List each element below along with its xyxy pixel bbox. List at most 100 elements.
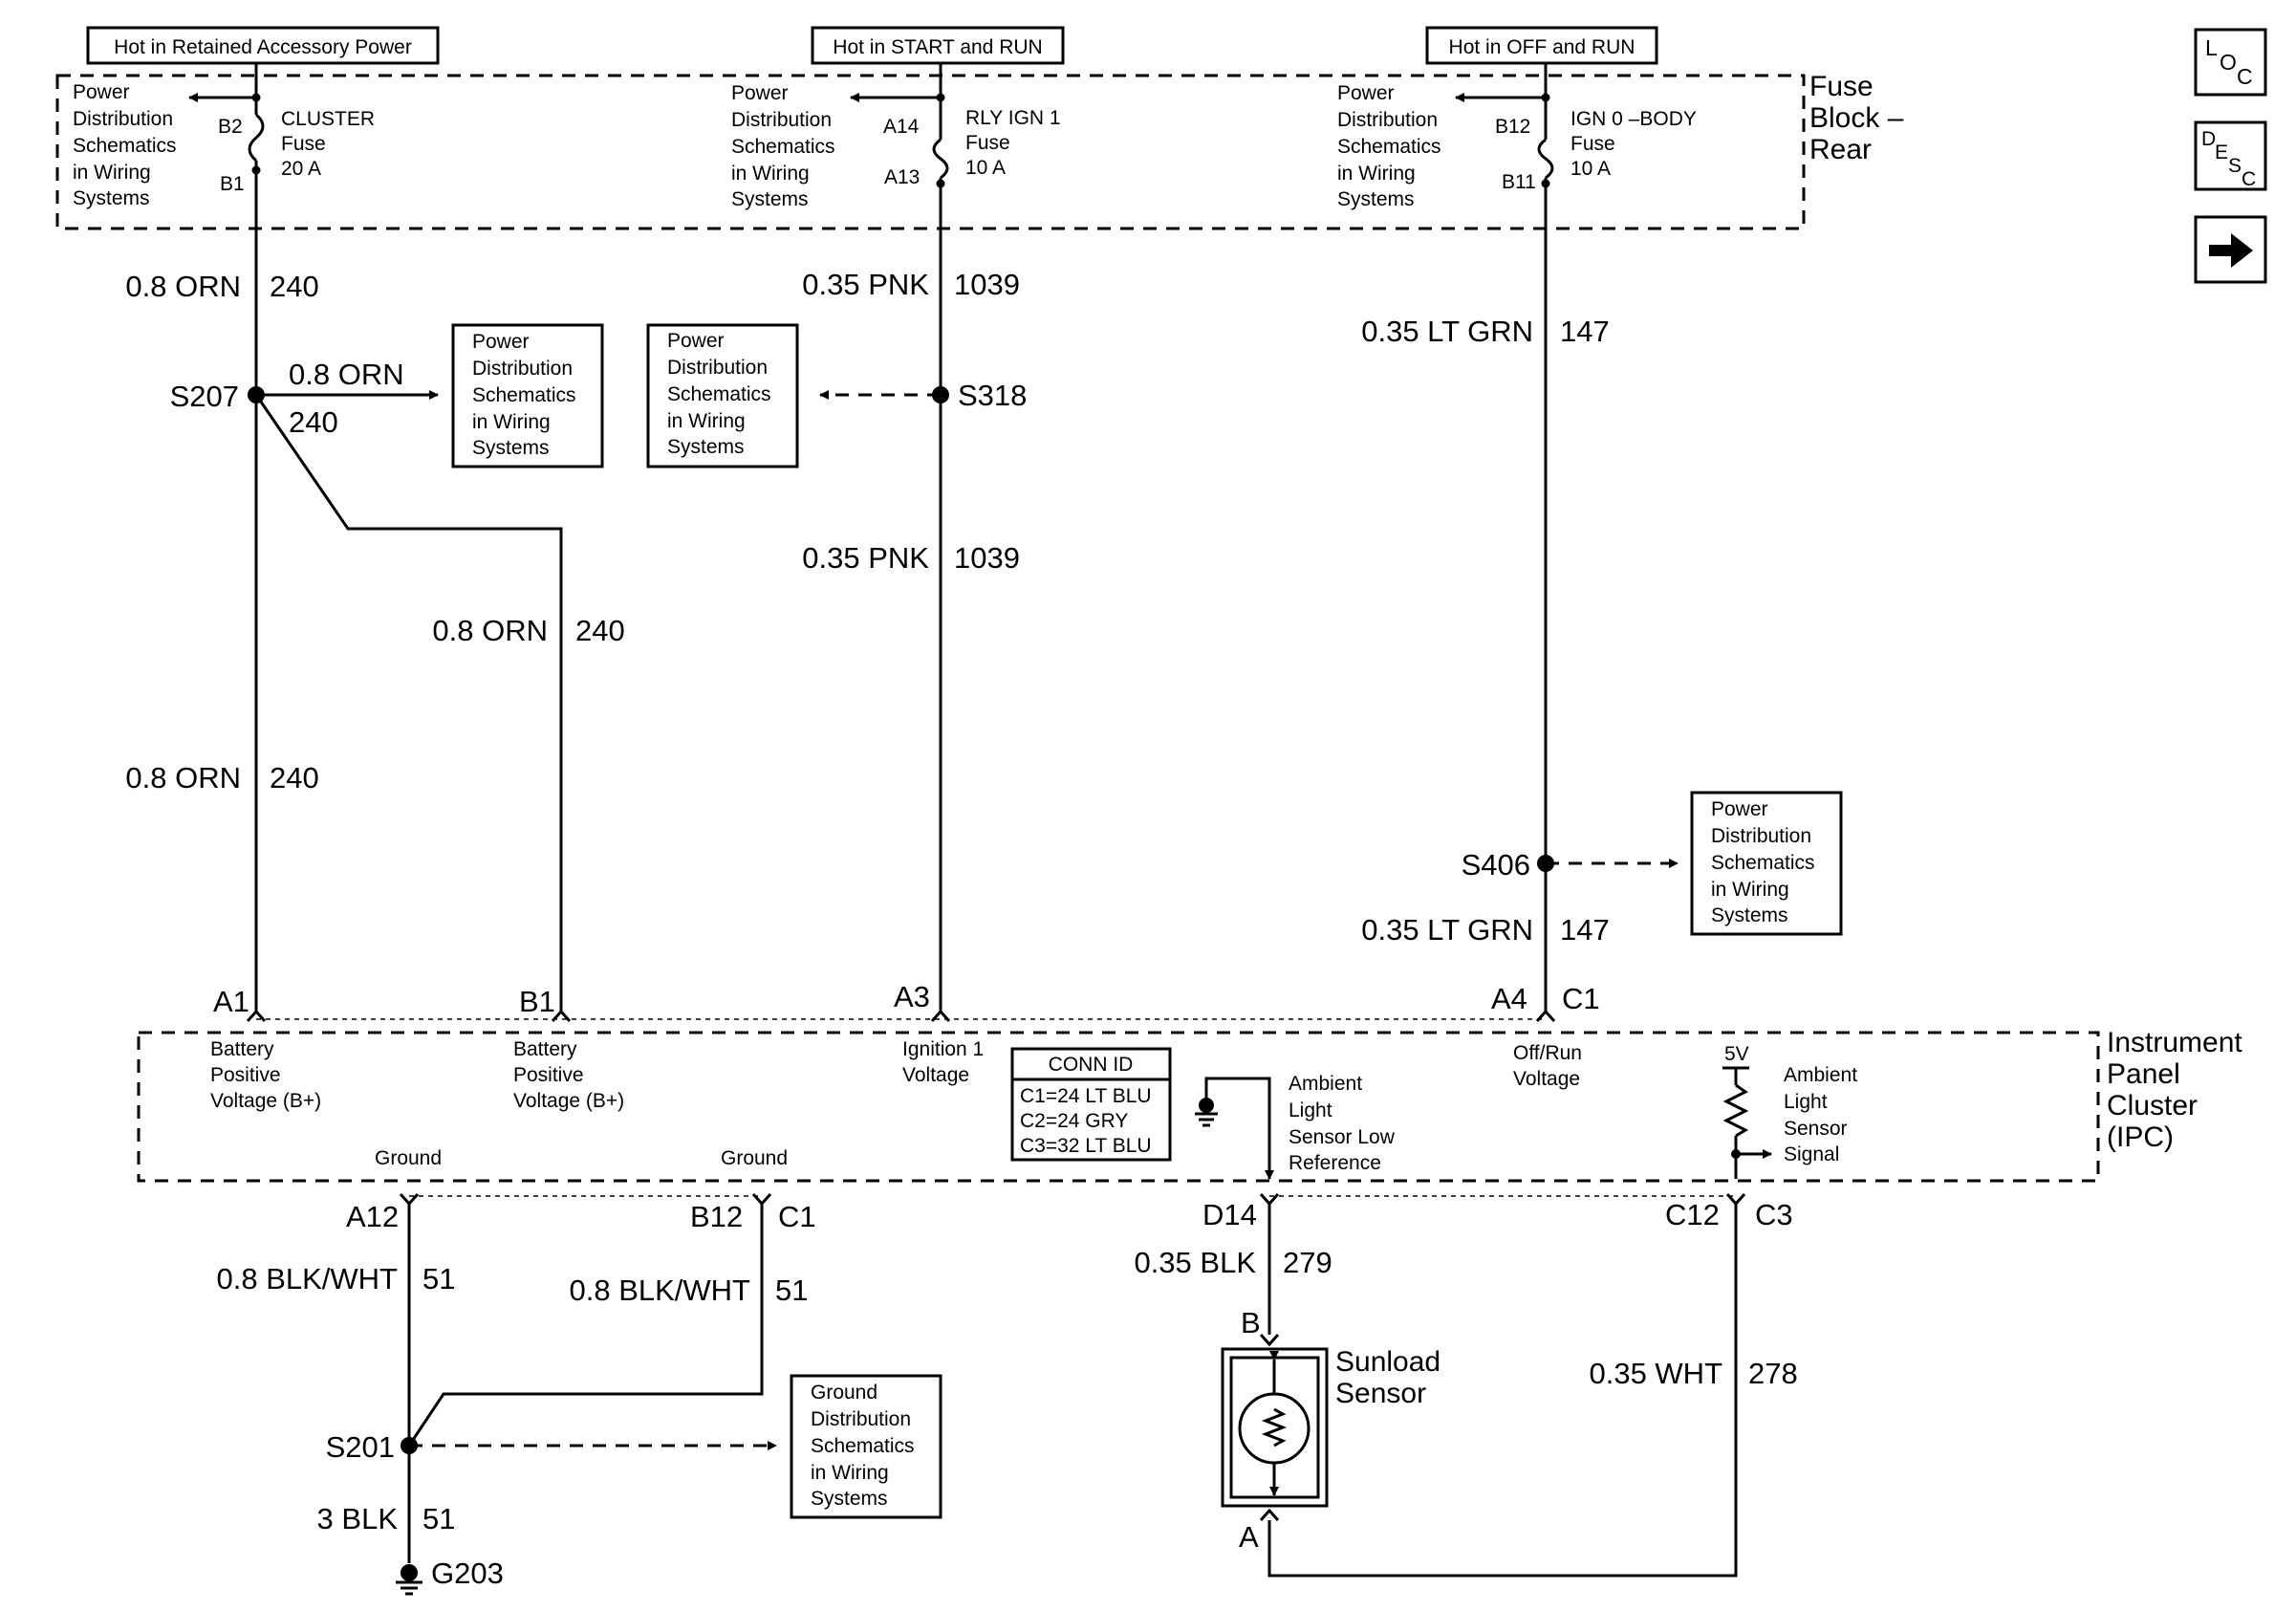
circuit-278: 0.35 WHT 278	[1267, 1204, 1798, 1578]
svg-text:Rear: Rear	[1809, 134, 1872, 165]
svg-text:3 BLK: 3 BLK	[317, 1502, 399, 1535]
svg-text:C: C	[2242, 168, 2256, 190]
svg-text:Fuse: Fuse	[965, 132, 1010, 154]
svg-text:Sensor: Sensor	[1335, 1378, 1426, 1409]
svg-text:C: C	[2237, 64, 2253, 89]
svg-text:Voltage (B+): Voltage (B+)	[513, 1090, 624, 1112]
circuit-240: 0.8 ORN 240 0.8 ORN 240 S207 0.8 ORN 240…	[125, 229, 625, 1012]
svg-text:in Wiring: in Wiring	[667, 410, 746, 432]
svg-text:C3=32 LT BLU: C3=32 LT BLU	[1020, 1135, 1152, 1157]
ipc-label-ground-2: Ground	[721, 1147, 788, 1169]
svg-text:0.8 ORN: 0.8 ORN	[125, 270, 241, 303]
ground-g203: G203	[396, 1557, 504, 1596]
svg-text:Distribution: Distribution	[472, 358, 573, 380]
svg-text:Reference: Reference	[1289, 1152, 1381, 1174]
ipc-label-ground-1: Ground	[375, 1147, 442, 1169]
pds-ref-text-2: Power Distribution Schematics in Wiring …	[731, 82, 835, 210]
svg-text:A: A	[1239, 1520, 1259, 1554]
splice-s207	[248, 386, 265, 403]
svg-text:A4: A4	[1491, 982, 1527, 1015]
svg-text:Power: Power	[73, 81, 130, 103]
svg-text:240: 240	[289, 405, 338, 439]
svg-text:0.35 PNK: 0.35 PNK	[802, 268, 929, 301]
svg-text:Schematics: Schematics	[811, 1435, 915, 1457]
svg-text:CONN ID: CONN ID	[1049, 1054, 1134, 1076]
next-button[interactable]	[2194, 215, 2267, 284]
svg-text:279: 279	[1283, 1246, 1332, 1279]
svg-text:Signal: Signal	[1784, 1143, 1839, 1165]
svg-text:Systems: Systems	[667, 436, 745, 458]
svg-text:Distribution: Distribution	[1711, 825, 1811, 847]
svg-text:0.35 WHT: 0.35 WHT	[1589, 1357, 1722, 1390]
loc-button[interactable]: L O C	[2194, 28, 2267, 97]
svg-text:Power: Power	[1337, 82, 1395, 104]
svg-text:B12: B12	[1495, 116, 1530, 138]
svg-text:240: 240	[270, 270, 319, 303]
splice-s318	[932, 386, 949, 403]
svg-text:240: 240	[270, 761, 319, 795]
svg-text:Block –: Block –	[1809, 102, 1904, 134]
svg-text:1039: 1039	[954, 268, 1020, 301]
svg-text:E: E	[2215, 142, 2228, 163]
hot-label-off-run: Hot in OFF and RUN	[1425, 26, 1658, 65]
ipc-label-ignition-1: Ignition 1 Voltage	[902, 1038, 984, 1086]
conn-id-table: CONN ID C1=24 LT BLU C2=24 GRY C3=32 LT …	[1010, 1047, 1172, 1162]
ipc-label-off-run: Off/Run Voltage	[1513, 1042, 1582, 1090]
pds-reference-box-s406: Power Distribution Schematics in Wiring …	[1690, 791, 1843, 936]
circuit-1039: 0.35 PNK 1039 S318 0.35 PNK 1039	[802, 229, 1027, 1012]
sunload-sensor: B Sunload Sensor A	[1221, 1306, 1440, 1554]
ipc-title: Instrument Panel Cluster (IPC)	[2107, 1027, 2242, 1153]
desc-button[interactable]: D E S C	[2194, 120, 2267, 191]
svg-text:0.35 LT GRN: 0.35 LT GRN	[1361, 913, 1533, 947]
svg-text:Ground: Ground	[811, 1382, 877, 1404]
svg-text:0.35 BLK: 0.35 BLK	[1134, 1246, 1256, 1279]
svg-text:O: O	[2220, 50, 2237, 75]
svg-text:147: 147	[1560, 913, 1610, 947]
svg-text:C12: C12	[1665, 1198, 1720, 1231]
svg-text:51: 51	[422, 1502, 455, 1535]
fuse-ign-0-body: Power Distribution Schematics in Wiring …	[1337, 76, 1697, 229]
svg-text:in Wiring: in Wiring	[472, 411, 551, 433]
ipc-outline	[137, 1031, 2100, 1183]
svg-text:S207: S207	[170, 380, 239, 413]
svg-text:Ambient: Ambient	[1289, 1073, 1362, 1095]
svg-text:Voltage: Voltage	[1513, 1068, 1580, 1090]
svg-text:S201: S201	[326, 1430, 395, 1464]
svg-text:Systems: Systems	[731, 188, 809, 210]
svg-text:Voltage (B+): Voltage (B+)	[210, 1090, 321, 1112]
ipc-label-battery-1: Battery Positive Voltage (B+)	[210, 1038, 321, 1112]
svg-text:Sensor: Sensor	[1784, 1118, 1848, 1140]
svg-text:5V: 5V	[1724, 1043, 1749, 1065]
svg-text:Ambient: Ambient	[1784, 1064, 1857, 1086]
svg-text:51: 51	[422, 1262, 455, 1295]
circuit-147: 0.35 LT GRN 147 S406 0.35 LT GRN 147	[1361, 229, 1679, 1012]
svg-text:C3: C3	[1755, 1198, 1793, 1231]
pds-reference-box-s207: Power Distribution Schematics in Wiring …	[451, 323, 604, 468]
fuse-rly-ign-1: Power Distribution Schematics in Wiring …	[731, 76, 1061, 229]
svg-text:C1: C1	[778, 1200, 816, 1233]
svg-text:Voltage: Voltage	[902, 1064, 969, 1086]
svg-text:Hot in START and RUN: Hot in START and RUN	[833, 36, 1042, 58]
als-signal-circuit: 5V Ambient Light Sensor Signal	[1722, 1043, 1857, 1179]
svg-text:Sensor Low: Sensor Low	[1289, 1126, 1396, 1148]
ipc-label-battery-2: Battery Positive Voltage (B+)	[513, 1038, 624, 1112]
svg-text:147: 147	[1560, 315, 1610, 348]
svg-text:S318: S318	[958, 379, 1027, 412]
svg-text:A12: A12	[346, 1200, 399, 1233]
svg-text:A3: A3	[894, 980, 930, 1013]
svg-text:A13: A13	[884, 166, 920, 188]
svg-text:Distribution: Distribution	[811, 1408, 911, 1430]
circuit-279: 0.35 BLK 279	[1134, 1204, 1332, 1335]
pds-reference-box-s318: Power Distribution Schematics in Wiring …	[646, 323, 799, 468]
svg-text:Hot in Retained Accessory Powe: Hot in Retained Accessory Power	[114, 36, 412, 58]
svg-text:Sunload: Sunload	[1335, 1346, 1440, 1378]
svg-text:Schematics: Schematics	[667, 383, 771, 405]
svg-text:B2: B2	[218, 116, 243, 138]
svg-text:Cluster: Cluster	[2107, 1090, 2198, 1121]
svg-text:Fuse: Fuse	[1570, 133, 1615, 155]
svg-text:Power: Power	[1711, 798, 1768, 820]
svg-text:L: L	[2205, 35, 2218, 60]
svg-text:Instrument: Instrument	[2107, 1027, 2242, 1058]
svg-text:B12: B12	[690, 1200, 743, 1233]
